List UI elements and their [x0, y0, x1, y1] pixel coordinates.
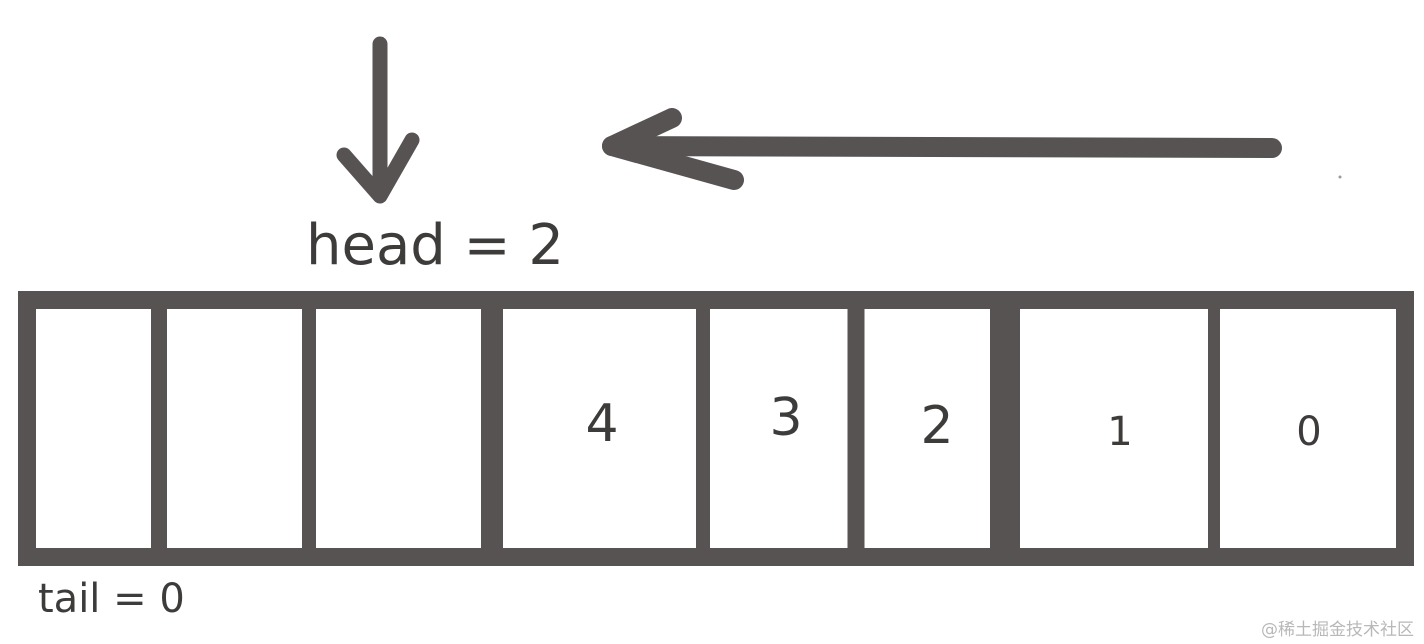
cell-value-4: 4 — [585, 394, 619, 454]
head-label: head = 2 — [306, 213, 564, 278]
tail-label: tail = 0 — [38, 576, 185, 622]
cell-dividers — [151, 300, 1220, 557]
array-frame — [18, 291, 1414, 566]
stray-dot — [1338, 175, 1342, 179]
cell-value-0: 0 — [1296, 409, 1322, 455]
cell-value-3: 3 — [769, 388, 803, 448]
left-arrow-icon — [602, 108, 1282, 190]
cell-value-2: 2 — [920, 396, 954, 456]
cell-value-1: 1 — [1107, 409, 1133, 455]
watermark: @稀土掘金技术社区 — [1261, 620, 1414, 640]
head-down-arrow-icon — [336, 36, 420, 204]
